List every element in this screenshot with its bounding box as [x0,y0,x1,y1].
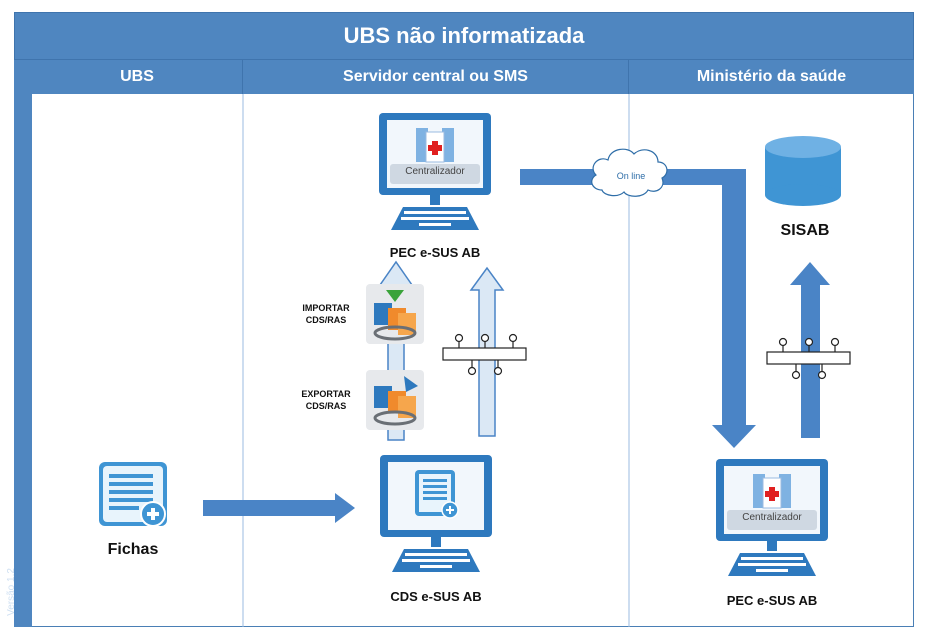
pec-central-label: PEC e-SUS AB [389,245,481,260]
fichas-document-icon [99,462,167,527]
screen-label-ms: Centralizador [742,512,802,523]
connector-symbol-central [442,333,527,376]
column-header-ubs: UBS [32,60,243,94]
diagram-title: UBS não informatizada [14,12,914,60]
pec-ms-label: PEC e-SUS AB [726,593,818,608]
sisab-label: SISAB [780,222,830,239]
connector-symbol-ms [766,337,851,380]
version-strip [14,60,32,627]
importar-icon [366,284,424,344]
importar-label: IMPORTAR CDS/RAS [302,303,350,325]
column-header-servidor: Servidor central ou SMS [243,60,629,94]
cds-computer-icon [380,455,492,572]
cds-label: CDS e-SUS AB [390,589,482,604]
screen-label-central: Centralizador [405,166,465,177]
column-header-ministerio: Ministério da saúde [629,60,914,94]
online-flow-arrow [520,169,756,448]
cloud-label: On line [616,171,646,181]
exportar-label: EXPORTAR CDS/RAS [301,389,351,411]
pec-ms-computer-icon [716,459,828,576]
fichas-label: Fichas [107,541,159,558]
pec-central-computer-icon [379,113,491,230]
fichas-to-cds-arrow [203,493,355,523]
exportar-icon [366,370,424,430]
online-cloud-icon [591,148,668,197]
ms-to-sisab-arrow [790,262,830,438]
sisab-database-icon [765,136,841,206]
